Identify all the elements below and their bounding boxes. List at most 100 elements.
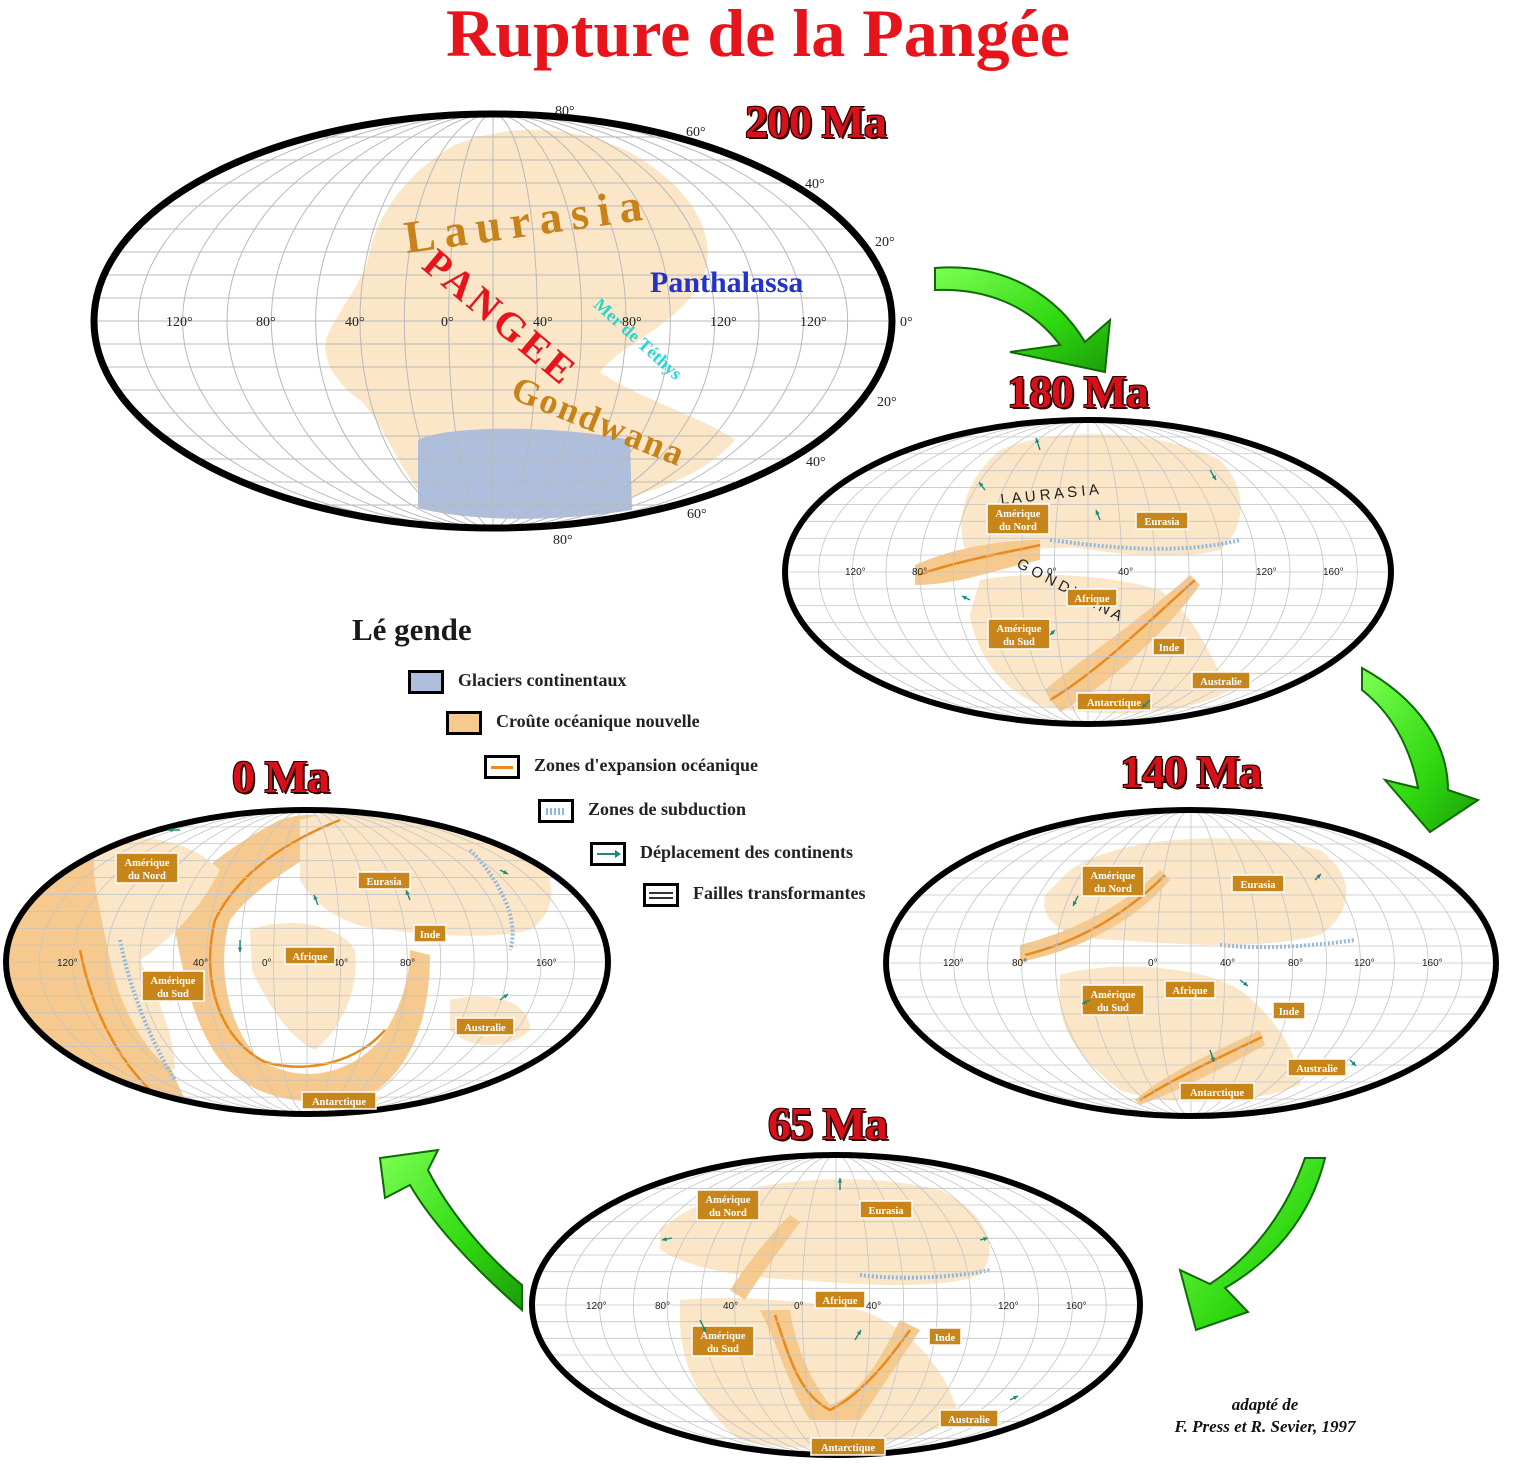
continent-label-text: Amérique	[1091, 990, 1136, 1001]
subduction-swatch	[538, 799, 574, 823]
continent-label-text: Inde	[1279, 1007, 1300, 1018]
continent-label-text: du Nord	[709, 1208, 747, 1219]
longitude-tick: 120°	[998, 1301, 1019, 1312]
longitude-tick: 80°	[622, 315, 642, 330]
longitude-tick: 120°	[710, 315, 737, 330]
continent-label-antarctique: Antarctique	[301, 1091, 377, 1110]
longitude-tick: 0°	[1047, 567, 1057, 578]
continent-label-eurasia: Eurasia	[357, 871, 411, 890]
crust-swatch	[446, 711, 482, 735]
graticule	[886, 810, 1496, 1116]
continent-label-inde: Inde	[1152, 637, 1186, 656]
longitude-tick: 40°	[866, 1301, 881, 1312]
motion-arrow	[837, 1178, 843, 1190]
motion-arrow	[1239, 979, 1249, 987]
legend-label: Glaciers continentaux	[458, 670, 627, 690]
motion-arrow	[499, 993, 509, 1001]
motion-arrow	[1209, 469, 1217, 481]
motion-arrow-swatch	[590, 842, 626, 866]
motion-arrow	[1349, 1059, 1357, 1067]
continent-label-text: du Nord	[999, 522, 1037, 533]
arrow-65-to-0	[378, 1148, 523, 1313]
arrow-200-to-180	[934, 266, 1112, 374]
longitude-tick: 160°	[1066, 1301, 1087, 1312]
longitude-tick: 120°	[1256, 567, 1277, 578]
continent-label-text: du Sud	[1003, 637, 1035, 648]
motion-arrow	[1009, 1395, 1019, 1401]
era-label-0ma: 0 Ma	[232, 751, 330, 802]
continent-label-australie: Australie	[939, 1409, 999, 1428]
longitude-tick: 120°	[166, 315, 193, 330]
latitude-tick: 80°	[555, 104, 575, 119]
motion-arrow	[979, 1236, 989, 1242]
american-landmass	[93, 838, 220, 1070]
continent-label-text: Afrique	[293, 952, 328, 963]
motion-arrow-icon	[597, 850, 621, 858]
longitude-tick: 0°	[441, 315, 454, 330]
legend-label: Zones d'expansion océanique	[534, 755, 759, 775]
continent-label-text: Amérique	[151, 976, 196, 987]
ridge	[1024, 874, 1166, 957]
pangea-landmass	[325, 129, 735, 514]
longitude-tick: 0°	[794, 1301, 804, 1312]
continent-label-australie: Australie	[455, 1017, 515, 1036]
continent-label-inde: Inde	[928, 1327, 962, 1346]
continent-label-text: Eurasia	[366, 877, 402, 888]
page-title: Rupture de la Pangée	[446, 0, 1070, 71]
continent-label-amnord: Amérique du Nord	[696, 1189, 760, 1221]
motion-arrow	[699, 1319, 707, 1333]
motion-arrow	[1141, 699, 1151, 709]
motion-arrow	[978, 481, 986, 491]
continent-label-inde: Inde	[413, 924, 447, 943]
legend-label: Croûte océanique nouvelle	[496, 711, 700, 731]
continent-label-amnord: Amérique du Nord	[1081, 865, 1145, 897]
motion-arrow	[499, 869, 509, 875]
continent-label-text: Amérique	[1091, 871, 1136, 882]
arrow-180-to-140	[1361, 666, 1481, 834]
arrow-140-to-65	[1178, 1157, 1327, 1332]
continent-label-afrique: Afrique	[1164, 980, 1216, 999]
motion-arrow	[1072, 895, 1079, 907]
longitude-tick: 160°	[1323, 567, 1344, 578]
continent-label-text: du Nord	[128, 871, 166, 882]
continent-label-text: Australie	[1200, 677, 1242, 688]
continent-label-text: Inde	[935, 1333, 956, 1344]
longitude-tick: 40°	[1118, 567, 1133, 578]
latitude-tick: 40°	[806, 455, 826, 470]
longitude-tick: 120°	[1354, 958, 1375, 969]
subduction-zone	[468, 848, 515, 951]
continent-label-afrique: Afrique	[814, 1290, 866, 1309]
continent-label-text: du Nord	[1094, 884, 1132, 895]
continent-label-amsud: Amérique du Sud	[1081, 984, 1145, 1016]
continent-label-text: Antarctique	[1190, 1088, 1244, 1099]
longitude-tick: 40°	[723, 1301, 738, 1312]
credit-line-1: adapté de	[1231, 1395, 1299, 1414]
continent-label-text: Antarctique	[821, 1443, 875, 1454]
map-200ma: 120°80°40°0°40°80°120°120°0°80°60°40°20°…	[90, 104, 913, 548]
continent-label-text: Australie	[1296, 1064, 1338, 1075]
continent-label-text: Australie	[464, 1023, 506, 1034]
continent-label-text: Eurasia	[1144, 517, 1180, 528]
longitude-tick: 120°	[586, 1301, 607, 1312]
continent-label-text: du Sud	[1097, 1003, 1129, 1014]
glacier-swatch	[408, 670, 444, 694]
continent-label-text: Antarctique	[1087, 698, 1141, 709]
continent-label-afrique: Afrique	[1066, 588, 1118, 607]
longitude-tick: 120°	[800, 315, 827, 330]
era-label-200ma: 200 Ma	[745, 96, 887, 147]
motion-arrow	[1314, 873, 1322, 881]
latitude-tick: 60°	[686, 125, 706, 140]
graticule	[785, 420, 1391, 724]
era-label-180ma: 180 Ma	[1007, 366, 1149, 417]
motion-arrow	[1049, 629, 1056, 636]
continent-label-text: Amérique	[706, 1195, 751, 1206]
continent-label-text: Amérique	[996, 509, 1041, 520]
new-crust	[760, 1310, 920, 1420]
era-label-65ma: 65 Ma	[768, 1098, 888, 1149]
